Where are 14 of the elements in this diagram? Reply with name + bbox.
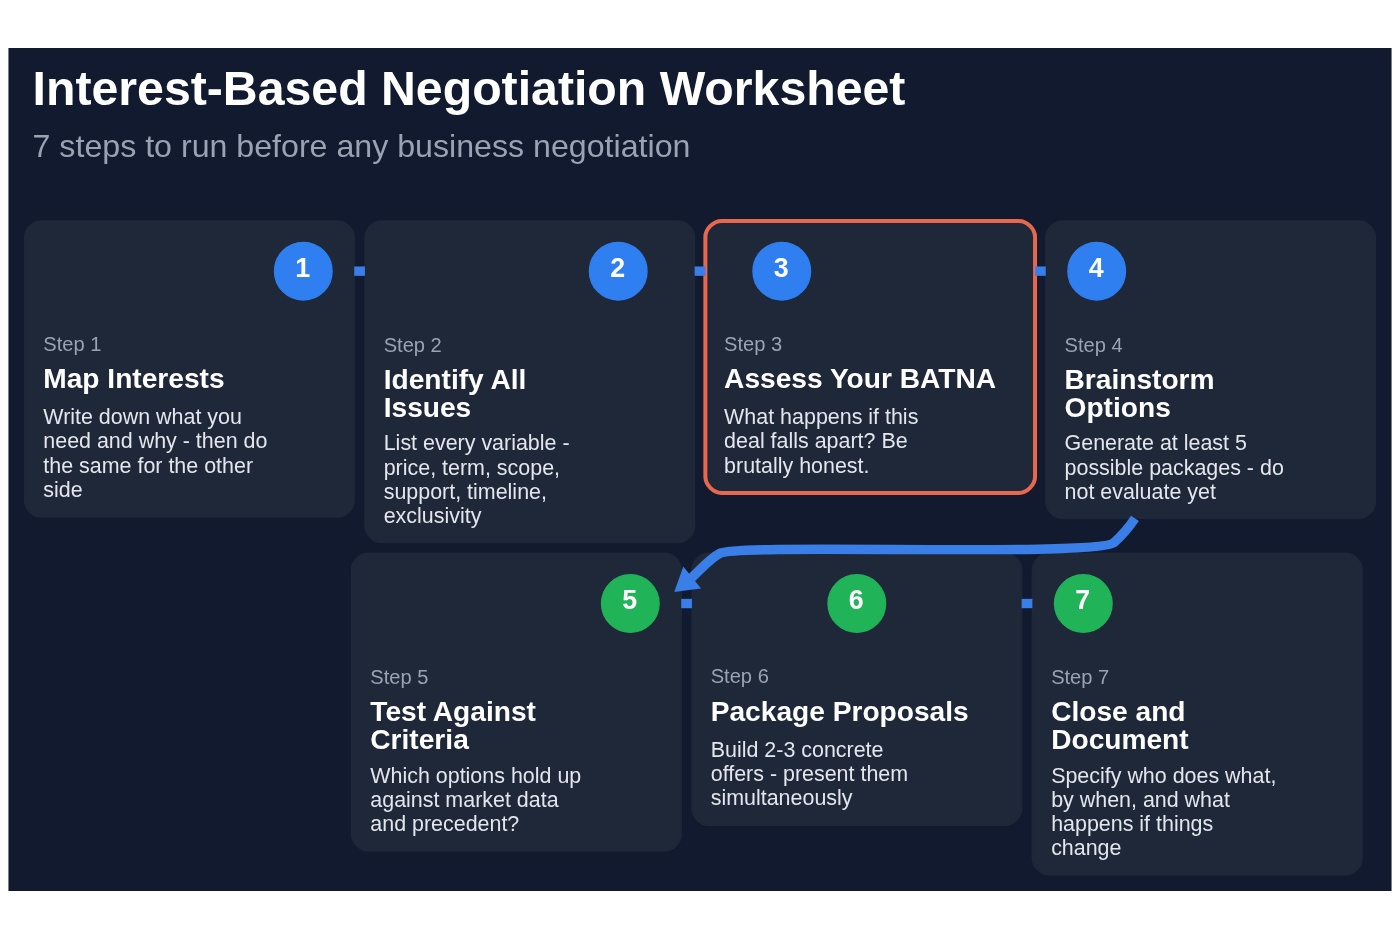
arrow bbox=[674, 515, 1139, 593]
connector bbox=[1035, 266, 1046, 276]
connector bbox=[694, 266, 706, 276]
connector bbox=[354, 266, 365, 276]
connector bbox=[681, 598, 692, 609]
caption: 7 steps to run before any business negotiation bbox=[32, 128, 691, 165]
node-circle: 7 bbox=[1053, 574, 1113, 633]
node-circle: 1 bbox=[273, 241, 333, 301]
node-circle: 4 bbox=[1067, 241, 1127, 301]
diagram-title: Interest-Based Negotiation Worksheet bbox=[32, 60, 906, 115]
node-circle: 6 bbox=[827, 574, 887, 633]
node-circle: 2 bbox=[588, 241, 648, 301]
node-circle: 3 bbox=[752, 241, 812, 301]
node-circle: 5 bbox=[600, 574, 660, 633]
